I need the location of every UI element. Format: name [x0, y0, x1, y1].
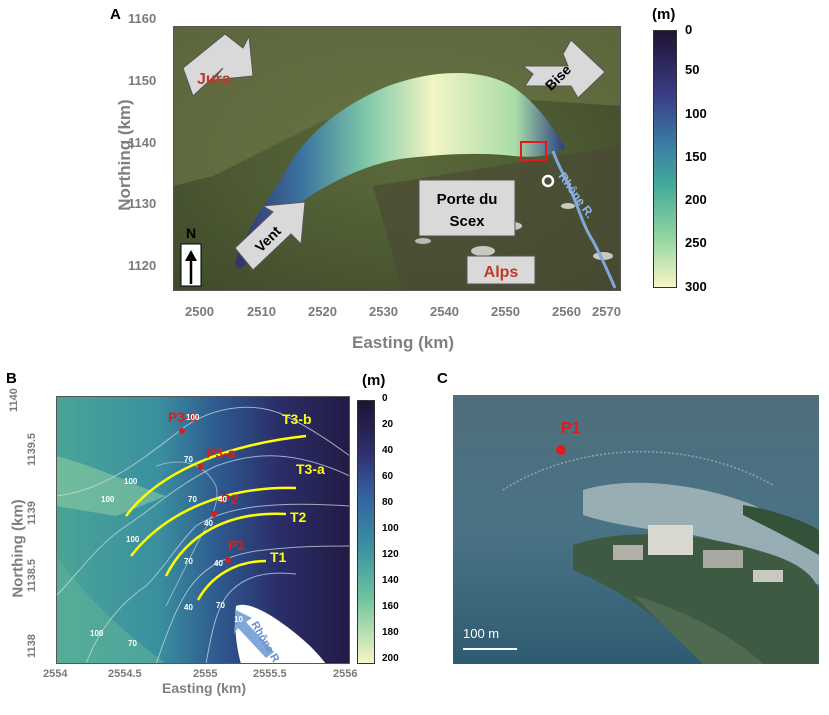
transect-label: T3-a [296, 461, 325, 477]
b-xtick: 2555 [193, 668, 218, 680]
b-xtick: 2554 [43, 668, 68, 680]
a-cb-tick: 150 [685, 149, 707, 164]
b-cb-tick: 80 [382, 497, 394, 508]
contour-label: 100 [126, 535, 140, 544]
panel-a-map: Jura Bise Vent Porte du Scex Alps Rhône … [173, 26, 621, 291]
b-cb-tick: 0 [382, 393, 388, 404]
b-cb-tick: 200 [382, 653, 399, 664]
contour-label: 40 [214, 559, 223, 568]
contour-label: 100 [101, 495, 115, 504]
b-cb-tick: 100 [382, 523, 399, 534]
b-ytick: 1140 [8, 388, 20, 412]
contour-label: 70 [184, 557, 193, 566]
porte-label-2: Scex [449, 213, 485, 230]
contour-label: 100 [124, 477, 138, 486]
vent-arrow [234, 201, 306, 271]
a-xtick: 2530 [369, 304, 398, 319]
b-colorbar-unit: (m) [362, 372, 386, 389]
a-ytick: 1120 [128, 258, 157, 273]
b-cb-tick: 120 [382, 549, 399, 560]
a-cb-tick: 250 [685, 235, 707, 250]
b-ytick: 1139.5 [26, 432, 38, 466]
jura-label: Jura [197, 71, 231, 88]
panel-a-letter: A [110, 6, 121, 23]
panel-c-photo: P1 100 m [453, 395, 819, 664]
b-cb-tick: 160 [382, 601, 399, 612]
panel-b-frame [56, 396, 350, 664]
a-ytick: 1130 [128, 196, 157, 211]
b-cb-tick: 180 [382, 627, 399, 638]
contour-label: 70 [216, 601, 225, 610]
contour-label: 70 [184, 455, 193, 464]
a-xtick: 2510 [247, 304, 276, 319]
point-label: P3-a [206, 445, 236, 461]
b-xtick: 2554.5 [108, 668, 142, 680]
b-ylabel: Northing (km) [9, 499, 27, 598]
b-ytick: 1139 [26, 501, 38, 525]
a-xlabel: Easting (km) [352, 333, 455, 352]
jura-arrow [182, 33, 254, 97]
panel-c-letter: C [437, 370, 448, 387]
b-ytick: 1138 [26, 634, 38, 658]
a-xtick: 2560 [552, 304, 581, 319]
alps-label: Alps [484, 264, 519, 281]
a-xtick: 2550 [491, 304, 520, 319]
contour-label: 40 [218, 495, 227, 504]
a-xtick: 2570 [592, 304, 621, 319]
b-xlabel: Easting (km) [162, 680, 247, 696]
a-colorbar [653, 30, 677, 288]
a-cb-tick: 200 [685, 192, 707, 207]
transect-label: T2 [290, 509, 307, 525]
b-colorbar [357, 400, 375, 664]
transect-label: T3-b [282, 411, 312, 427]
north-label: N [186, 225, 196, 241]
transect-label: T1 [270, 549, 287, 565]
a-xtick: 2500 [185, 304, 214, 319]
b-xtick: 2556 [333, 668, 358, 680]
panel-b-letter: B [6, 370, 17, 387]
point-label: P2 [221, 491, 238, 507]
porte-label-1: Porte du [437, 191, 498, 208]
panel-b-map: P3-b P3-a P2 P1 T3-b T3-a T2 T1 100 100 … [56, 396, 350, 664]
point-label: P3-b [168, 409, 198, 425]
point-label: P1 [228, 537, 245, 553]
a-cb-tick: 0 [685, 22, 693, 37]
a-cb-tick: 100 [685, 106, 707, 121]
b-cb-tick: 20 [382, 419, 394, 430]
panel-a-frame [173, 26, 621, 291]
b-ytick: 1138.5 [26, 558, 38, 592]
a-xtick: 2520 [308, 304, 337, 319]
b-cb-tick: 140 [382, 575, 399, 586]
scale-label: 100 m [463, 626, 499, 641]
contour-label: 40 [204, 519, 213, 528]
bise-arrow [521, 39, 606, 99]
a-ytick: 1140 [128, 135, 157, 150]
a-ylabel: Northing (km) [115, 99, 134, 211]
contour-label: 100 [186, 413, 200, 422]
a-cb-tick: 300 [685, 279, 707, 294]
b-cb-tick: 40 [382, 445, 394, 456]
contour-label: 100 [90, 629, 104, 638]
a-ytick: 1150 [128, 73, 157, 88]
a-ytick: 1160 [128, 11, 157, 26]
b-cb-tick: 60 [382, 471, 394, 482]
b-xtick: 2555.5 [253, 668, 287, 680]
a-xtick: 2540 [430, 304, 459, 319]
contour-label: 70 [128, 639, 137, 648]
a-cb-tick: 50 [685, 62, 700, 77]
contour-label: 70 [188, 495, 197, 504]
a-colorbar-unit: (m) [652, 6, 676, 23]
photo-point-label: P1 [561, 420, 581, 437]
contour-label: 40 [184, 603, 193, 612]
contour-label: 10 [234, 615, 243, 624]
